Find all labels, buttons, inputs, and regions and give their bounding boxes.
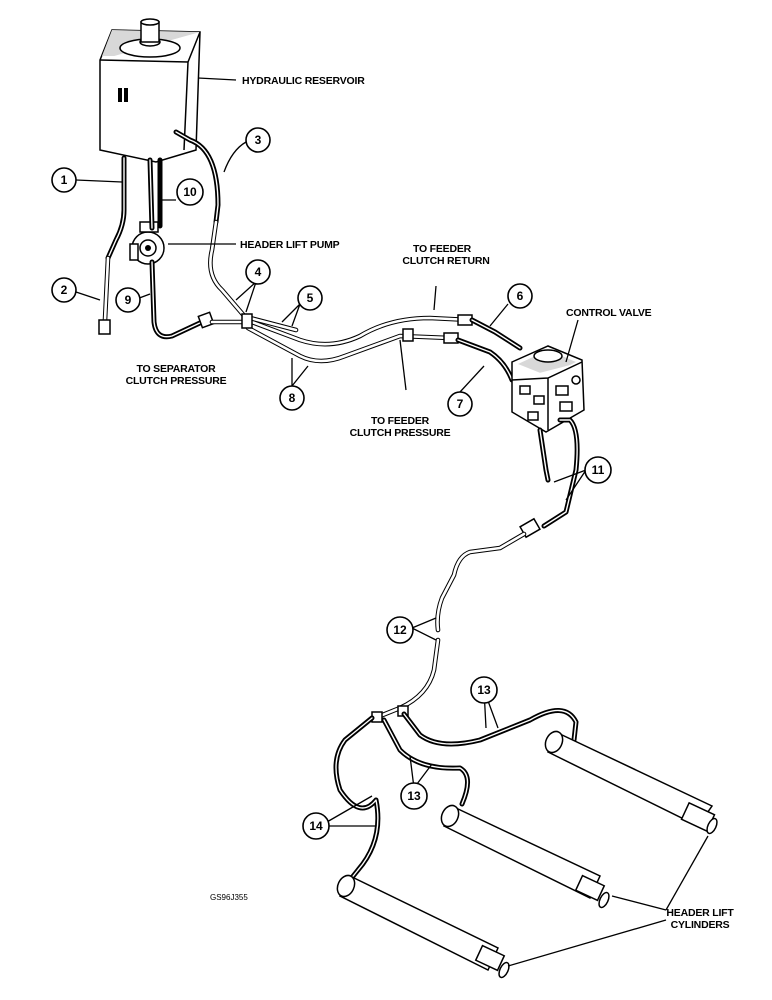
callout-10: 10 bbox=[176, 178, 204, 206]
callout-6: 6 bbox=[507, 283, 533, 309]
callout-7: 7 bbox=[447, 391, 473, 417]
svg-text:7: 7 bbox=[457, 397, 464, 411]
figure-code: GS96J355 bbox=[210, 893, 248, 902]
header-lift-pump bbox=[129, 221, 165, 265]
svg-text:13: 13 bbox=[407, 789, 421, 803]
svg-text:1: 1 bbox=[61, 173, 68, 187]
svg-text:11: 11 bbox=[592, 463, 605, 477]
header-lift-cylinder-left bbox=[336, 874, 510, 979]
svg-text:12: 12 bbox=[393, 623, 407, 637]
leader-lines bbox=[75, 77, 709, 967]
svg-text:14: 14 bbox=[309, 819, 323, 833]
label-feeder-pressure-line2: CLUTCH PRESSURE bbox=[350, 427, 451, 439]
label-separator-line2: CLUTCH PRESSURE bbox=[126, 375, 227, 387]
callout-13-lower: 13 bbox=[400, 782, 428, 810]
control-valve bbox=[511, 345, 585, 433]
pressure-return-tubes bbox=[209, 313, 523, 383]
label-header-lift-cylinders-line1: HEADER LIFT bbox=[666, 907, 734, 919]
svg-text:4: 4 bbox=[255, 265, 262, 279]
svg-text:8: 8 bbox=[289, 391, 296, 405]
label-separator-line1: TO SEPARATOR bbox=[136, 363, 216, 375]
label-control-valve: CONTROL VALVE bbox=[566, 307, 652, 319]
svg-text:6: 6 bbox=[517, 289, 524, 303]
callout-13-upper: 13 bbox=[470, 676, 498, 704]
callout-2: 2 bbox=[51, 277, 77, 303]
callout-14: 14 bbox=[302, 812, 330, 840]
callout-1: 1 bbox=[51, 167, 77, 193]
callout-8: 8 bbox=[279, 385, 305, 411]
svg-text:13: 13 bbox=[477, 683, 491, 697]
header-lift-cylinder-middle bbox=[440, 804, 610, 909]
label-feeder-pressure-line1: TO FEEDER bbox=[371, 415, 430, 427]
callout-11: 11 bbox=[584, 456, 612, 484]
svg-text:3: 3 bbox=[255, 133, 262, 147]
svg-text:9: 9 bbox=[125, 293, 132, 307]
header-lift-cylinder-right bbox=[544, 730, 718, 835]
callout-4: 4 bbox=[245, 259, 271, 285]
svg-text:10: 10 bbox=[183, 185, 197, 199]
hydraulic-reservoir bbox=[99, 18, 201, 163]
reservoir-hoses bbox=[98, 129, 249, 340]
label-feeder-return-line2: CLUTCH RETURN bbox=[402, 255, 489, 267]
callout-3: 3 bbox=[245, 127, 271, 153]
callout-12: 12 bbox=[386, 616, 414, 644]
callout-9: 9 bbox=[115, 287, 141, 313]
cylinder-supply-lines bbox=[333, 417, 580, 883]
label-hydraulic-reservoir: HYDRAULIC RESERVOIR bbox=[242, 75, 365, 87]
label-feeder-return-line1: TO FEEDER bbox=[413, 243, 472, 255]
label-header-lift-pump: HEADER LIFT PUMP bbox=[240, 239, 340, 251]
svg-text:5: 5 bbox=[307, 291, 314, 305]
svg-text:2: 2 bbox=[61, 283, 68, 297]
callout-5: 5 bbox=[297, 285, 323, 311]
label-header-lift-cylinders-line2: CYLINDERS bbox=[671, 919, 730, 931]
